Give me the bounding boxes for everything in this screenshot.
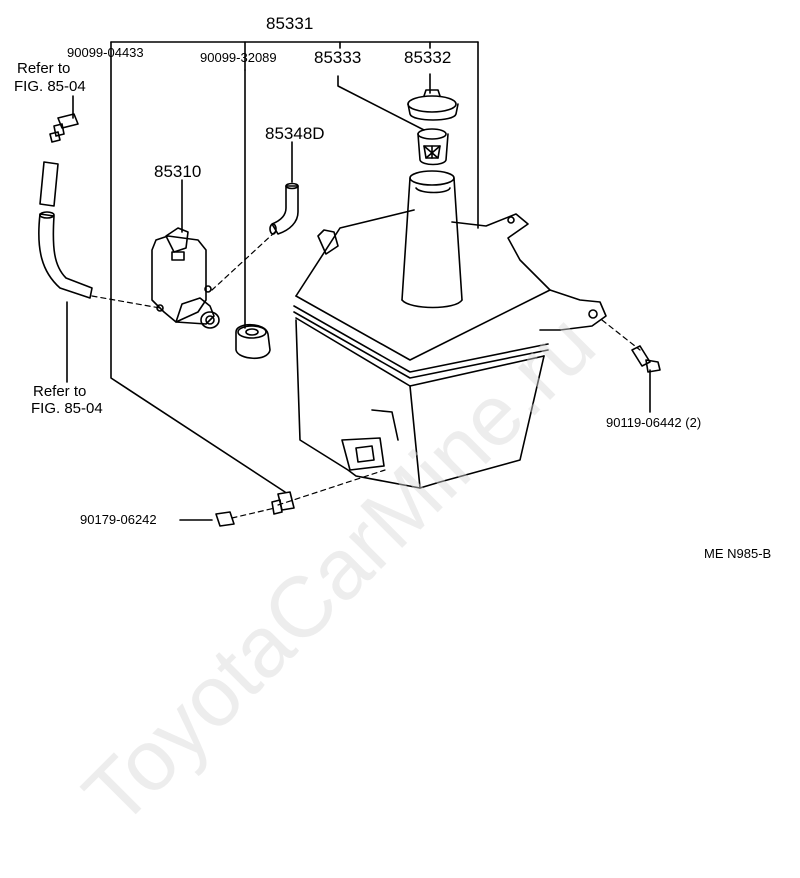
grommet-90099-32089: [235, 323, 271, 360]
callout-85331: 85331: [266, 14, 314, 33]
washer-tank: [293, 170, 607, 489]
clamp-90099-04433: [271, 491, 295, 515]
left-hose-lower: [38, 211, 93, 299]
callout-90099-32089: 90099-32089: [200, 50, 277, 65]
left-hose-connector: [49, 113, 79, 143]
refer-bottom-line1: Refer to: [33, 383, 87, 400]
drawing-code: ME N985-B: [704, 546, 772, 561]
callout-90119-06442: 90119-06442 (2): [606, 415, 702, 430]
leader-lines: [66, 41, 651, 521]
callout-85333: 85333: [314, 48, 362, 67]
callout-85310: 85310: [154, 162, 202, 181]
left-hose-upper: [39, 161, 59, 207]
callout-85348d: 85348D: [265, 124, 325, 143]
callout-90099-04433: 90099-04433: [67, 45, 144, 60]
cap-85332: [407, 89, 459, 121]
strainer-85333: [417, 128, 449, 166]
callout-85332: 85332: [404, 48, 452, 67]
refer-bottom-line2: FIG. 85-04: [31, 400, 103, 417]
hose-85348d: [269, 182, 299, 235]
callout-90179-06242: 90179-06242: [80, 512, 157, 527]
refer-top-line2: FIG. 85-04: [14, 78, 86, 95]
bolt-90119-06442: [631, 345, 661, 373]
washer-pump-85310: [151, 227, 220, 329]
bolt-90179-06242: [215, 511, 235, 527]
refer-top-line1: Refer to: [17, 60, 71, 77]
dashed-assembly-lines: [91, 231, 641, 519]
